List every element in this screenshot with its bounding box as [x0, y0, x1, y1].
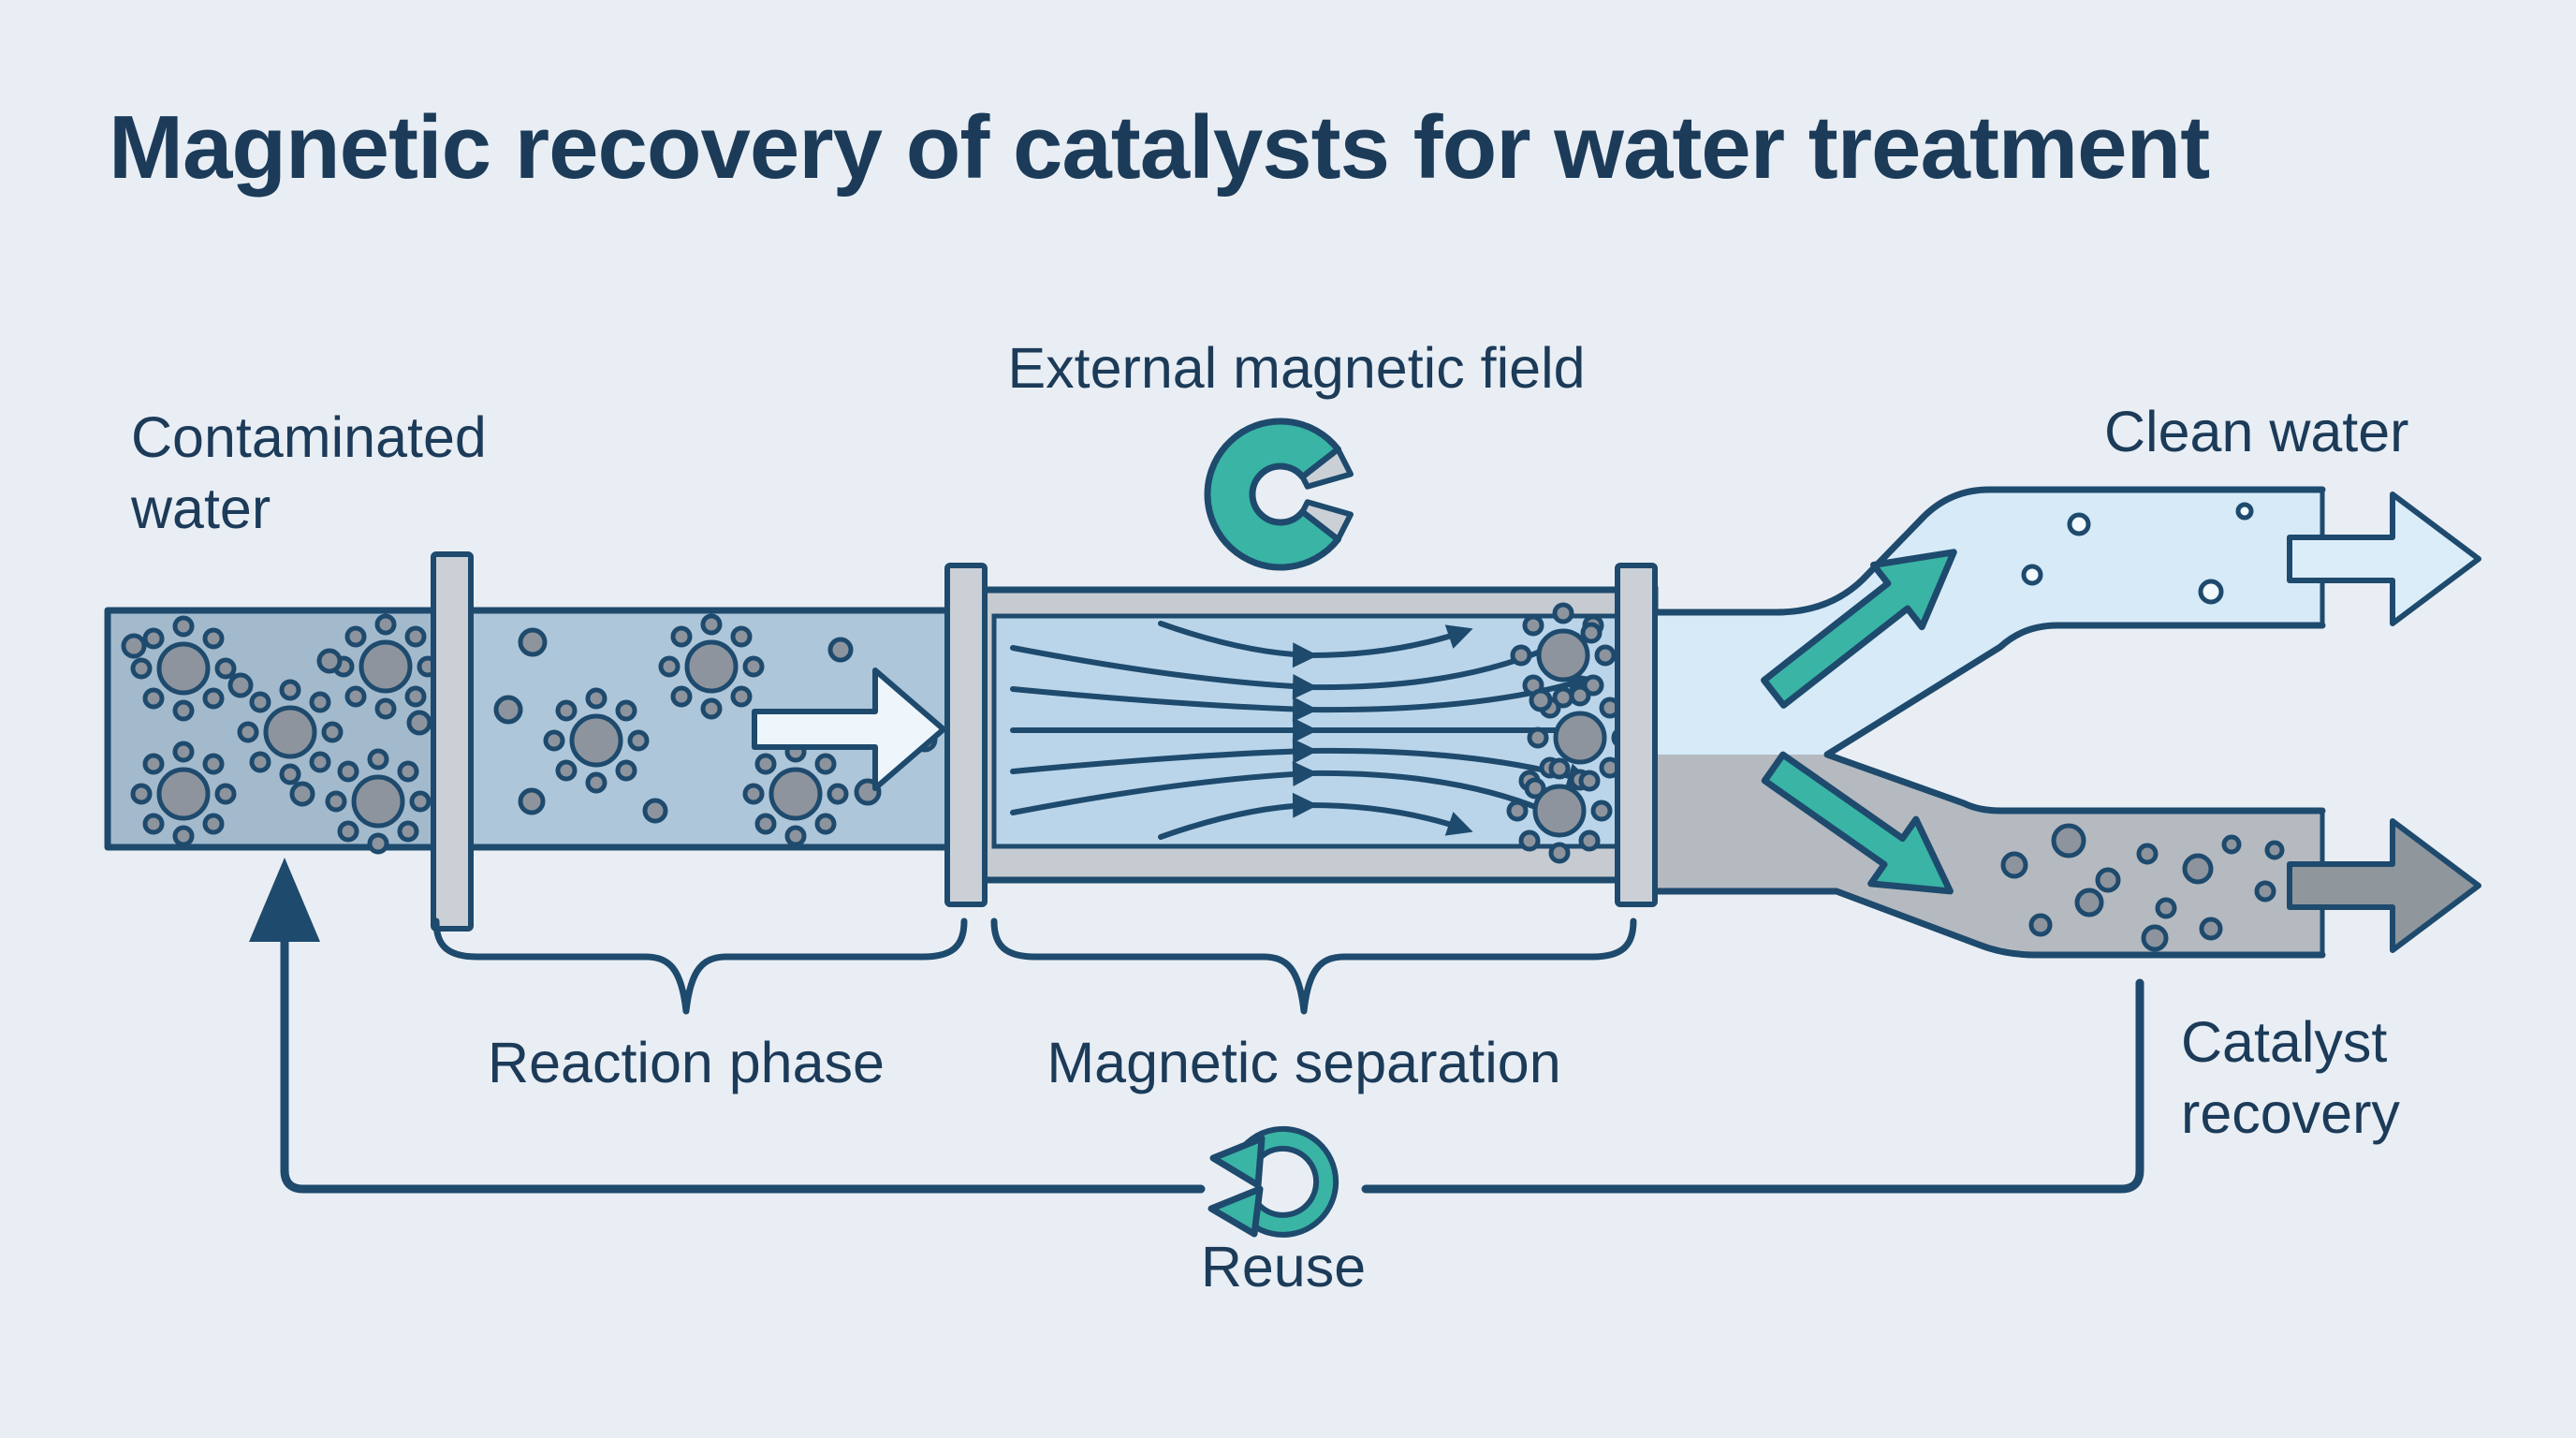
magnetic-separation-brace [990, 917, 1637, 1015]
magnetic-separation-label: Magnetic separation [1046, 1031, 1561, 1094]
water-bubbles [2021, 502, 2254, 605]
white-right-arrow-icon [752, 668, 946, 791]
reaction-phase-brace [432, 917, 968, 1015]
catalyst-particle-clusters [121, 616, 938, 852]
pipe-couplings [431, 551, 1658, 932]
reuse-loop [249, 858, 2144, 1238]
gray-right-arrow-icon [2287, 818, 2481, 953]
circular-arrows-icon [1208, 1125, 1339, 1238]
magnetic-field-lines [1010, 621, 1594, 840]
reaction-phase-label: Reaction phase [488, 1031, 885, 1094]
outline-right-arrow-icon [2287, 492, 2481, 626]
teal-down-right-arrow-icon [1761, 751, 1954, 895]
captured-particles [1509, 605, 1631, 861]
clean-water-label: Clean water [2104, 400, 2409, 463]
outlet-branches [1651, 486, 2326, 959]
magnetic-separation-chamber [962, 586, 1659, 884]
external-magnetic-field-label: External magnetic field [1007, 336, 1586, 400]
contaminated-water-label: Contaminated water [131, 405, 487, 540]
catalyst-recovery-pipe [1655, 755, 2322, 955]
navy-up-arrow-icon [249, 858, 320, 942]
teal-up-right-arrow-icon [1761, 549, 1957, 709]
reuse-label: Reuse [1200, 1235, 1367, 1299]
horseshoe-magnet-icon [1204, 418, 1354, 571]
recovered-particles [2000, 823, 2285, 952]
page-title: Magnetic recovery of catalysts for water… [109, 97, 2210, 198]
clean-water-pipe [1655, 490, 2322, 755]
catalyst-recovery-label: Catalyst recovery [2181, 1010, 2400, 1145]
